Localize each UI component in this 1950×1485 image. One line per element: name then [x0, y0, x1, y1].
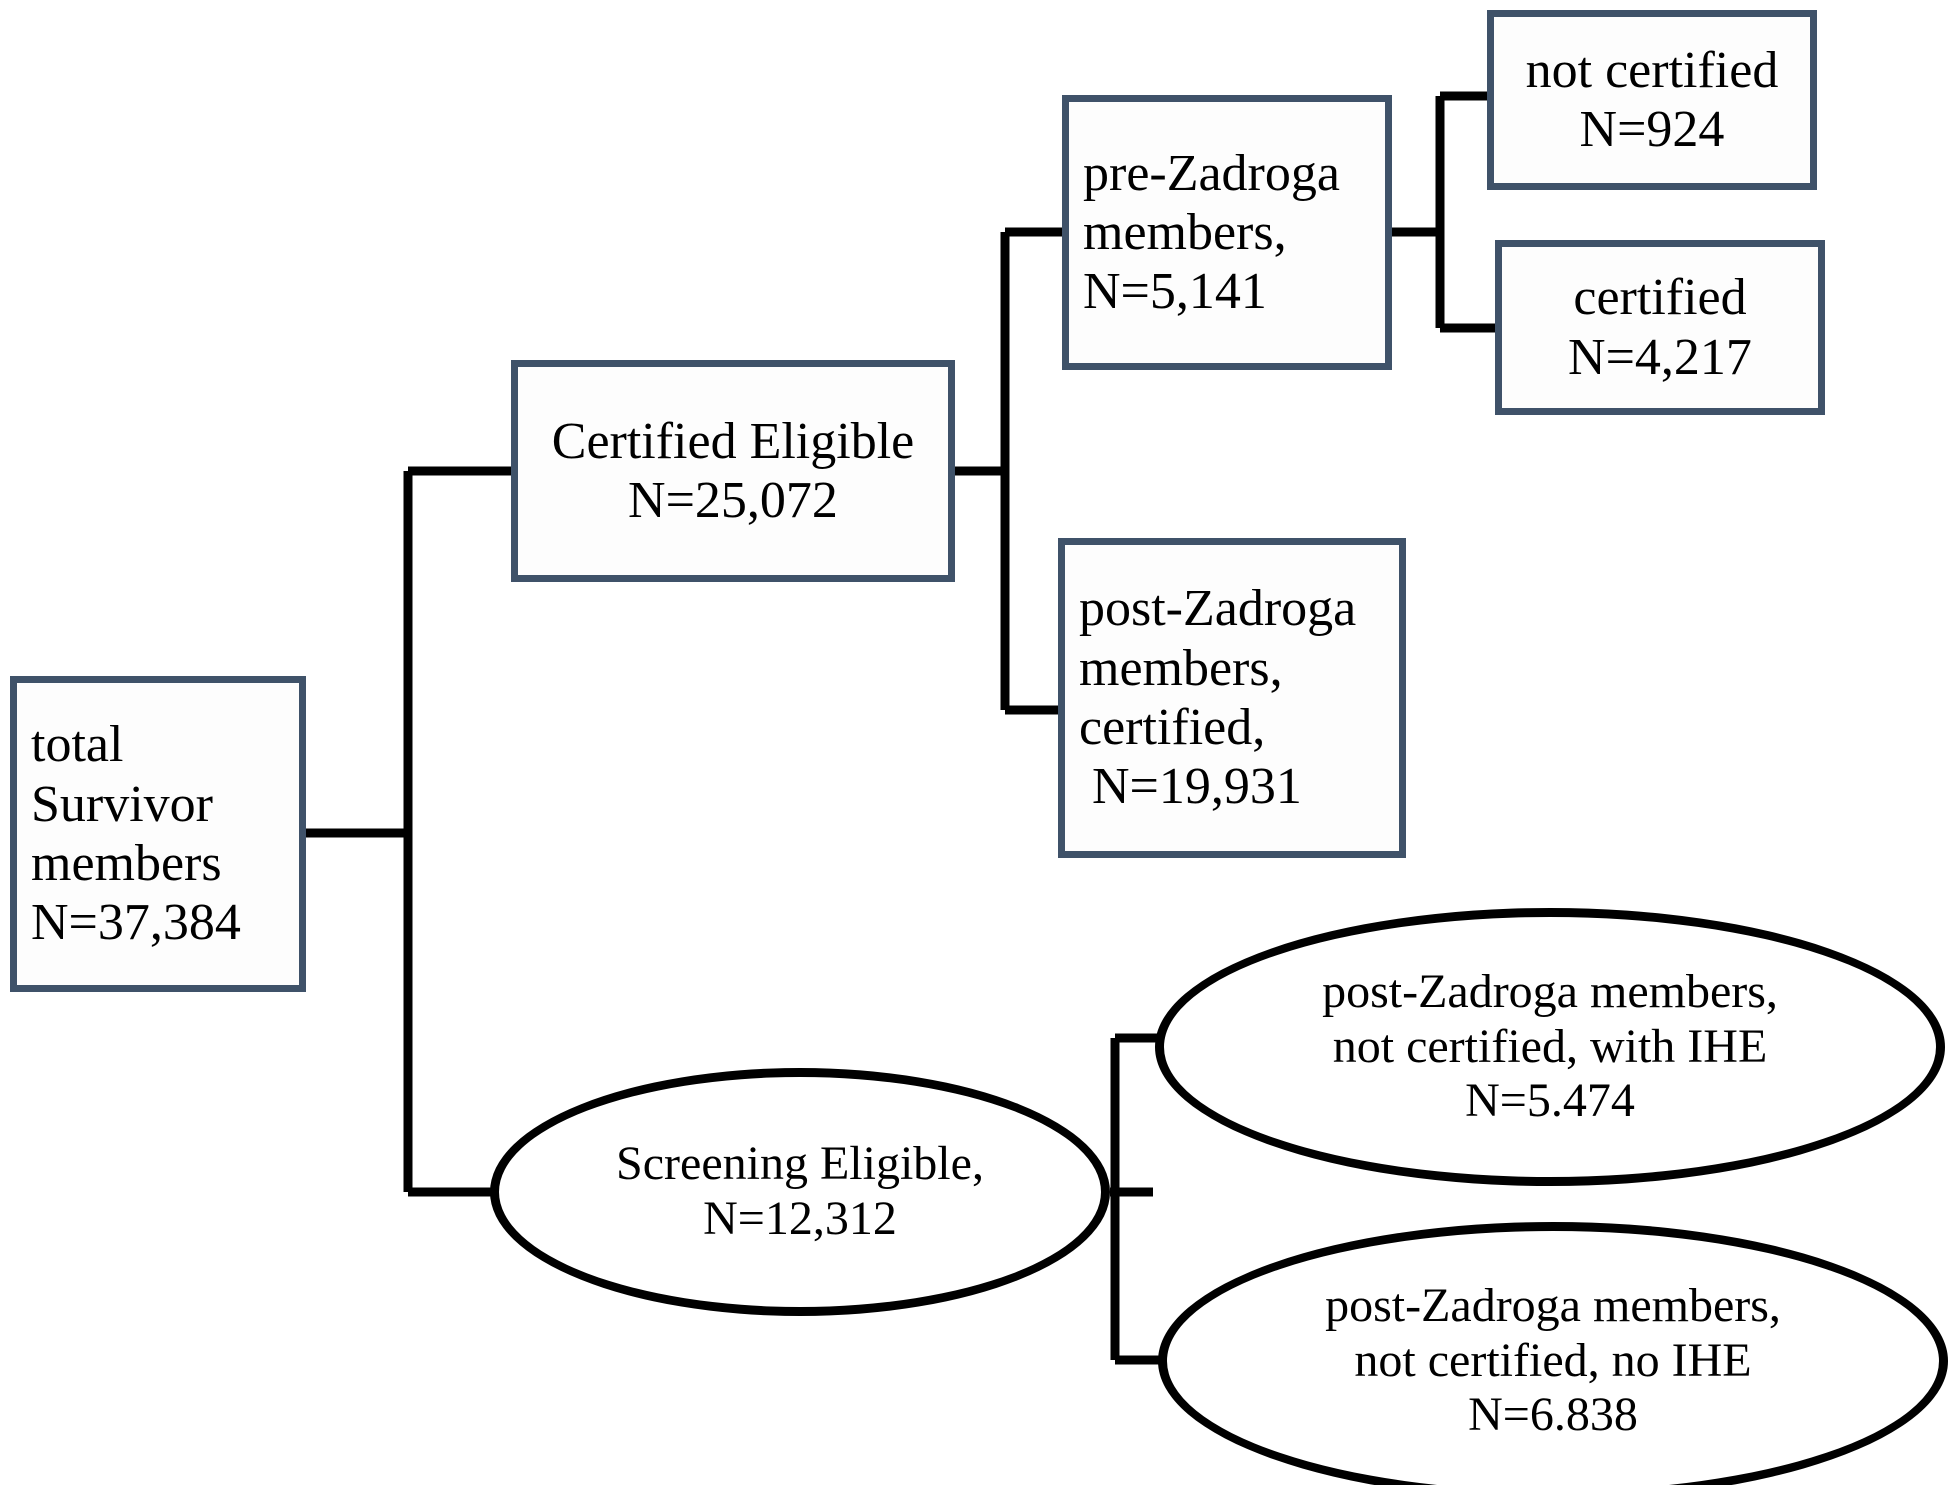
node-post-zadroga-line-2: members, — [1079, 639, 1283, 697]
node-total-line-2: Survivor — [31, 775, 213, 833]
node-post-zadroga-text: post-Zadroga members, certified, N=19,93… — [1065, 579, 1399, 816]
node-total-survivor-members[interactable]: total Survivor members N=37,384 — [10, 676, 306, 992]
node-certified-count: N=4,217 — [1568, 328, 1752, 386]
node-with-ihe-text: post-Zadroga members, not certified, wit… — [1164, 965, 1936, 1129]
node-screening-label: Screening Eligible, — [616, 1137, 984, 1191]
node-certified-eligible-text: Certified Eligible N=25,072 — [518, 412, 948, 531]
node-with-ihe-line-1: post-Zadroga members, — [1322, 964, 1778, 1018]
node-post-zadroga-line-3: certified, — [1079, 699, 1266, 756]
node-not-certified-count: N=924 — [1579, 101, 1725, 158]
node-post-zadroga-no-ihe[interactable]: post-Zadroga members, not certified, no … — [1158, 1222, 1948, 1485]
node-total-count: N=37,384 — [31, 894, 241, 952]
node-certified-eligible[interactable]: Certified Eligible N=25,072 — [511, 360, 955, 582]
node-not-certified-label: not certified — [1525, 41, 1779, 99]
node-with-ihe-line-2: not certified, with IHE — [1332, 1019, 1768, 1073]
node-pre-zadroga-count: N=5,141 — [1083, 263, 1267, 321]
node-pre-zadroga-text: pre-Zadroga members, N=5,141 — [1069, 144, 1385, 322]
node-pre-zadroga-members[interactable]: pre-Zadroga members, N=5,141 — [1062, 95, 1392, 370]
node-certified-label: certified — [1573, 269, 1747, 327]
node-certified-text: certified N=4,217 — [1502, 268, 1818, 387]
node-no-ihe-line-2: not certified, no IHE — [1354, 1333, 1752, 1387]
node-screening-eligible[interactable]: Screening Eligible, N=12,312 — [490, 1068, 1110, 1316]
node-certified[interactable]: certified N=4,217 — [1495, 240, 1825, 415]
node-pre-zadroga-line-1: pre-Zadroga — [1083, 144, 1340, 202]
node-pre-zadroga-line-2: members, — [1083, 203, 1287, 261]
node-post-zadroga-certified[interactable]: post-Zadroga members, certified, N=19,93… — [1058, 538, 1406, 858]
node-post-zadroga-count: N=19,931 — [1079, 758, 1302, 816]
node-post-zadroga-with-ihe[interactable]: post-Zadroga members, not certified, wit… — [1155, 908, 1945, 1186]
node-total-line-1: total — [31, 716, 124, 774]
node-not-certified-text: not certified N=924 — [1494, 41, 1810, 160]
node-with-ihe-count: N=5.474 — [1465, 1074, 1635, 1128]
node-not-certified[interactable]: not certified N=924 — [1487, 10, 1817, 190]
node-no-ihe-count: N=6.838 — [1468, 1388, 1638, 1442]
node-certified-eligible-count: N=25,072 — [628, 472, 838, 529]
node-total-survivor-text: total Survivor members N=37,384 — [17, 715, 299, 952]
node-certified-eligible-label: Certified Eligible — [551, 412, 915, 470]
node-no-ihe-text: post-Zadroga members, not certified, no … — [1167, 1279, 1939, 1443]
node-no-ihe-line-1: post-Zadroga members, — [1325, 1278, 1781, 1332]
node-post-zadroga-line-1: post-Zadroga — [1079, 580, 1357, 638]
node-total-line-3: members — [31, 835, 222, 892]
node-screening-text: Screening Eligible, N=12,312 — [499, 1137, 1101, 1246]
node-screening-count: N=12,312 — [703, 1192, 897, 1245]
